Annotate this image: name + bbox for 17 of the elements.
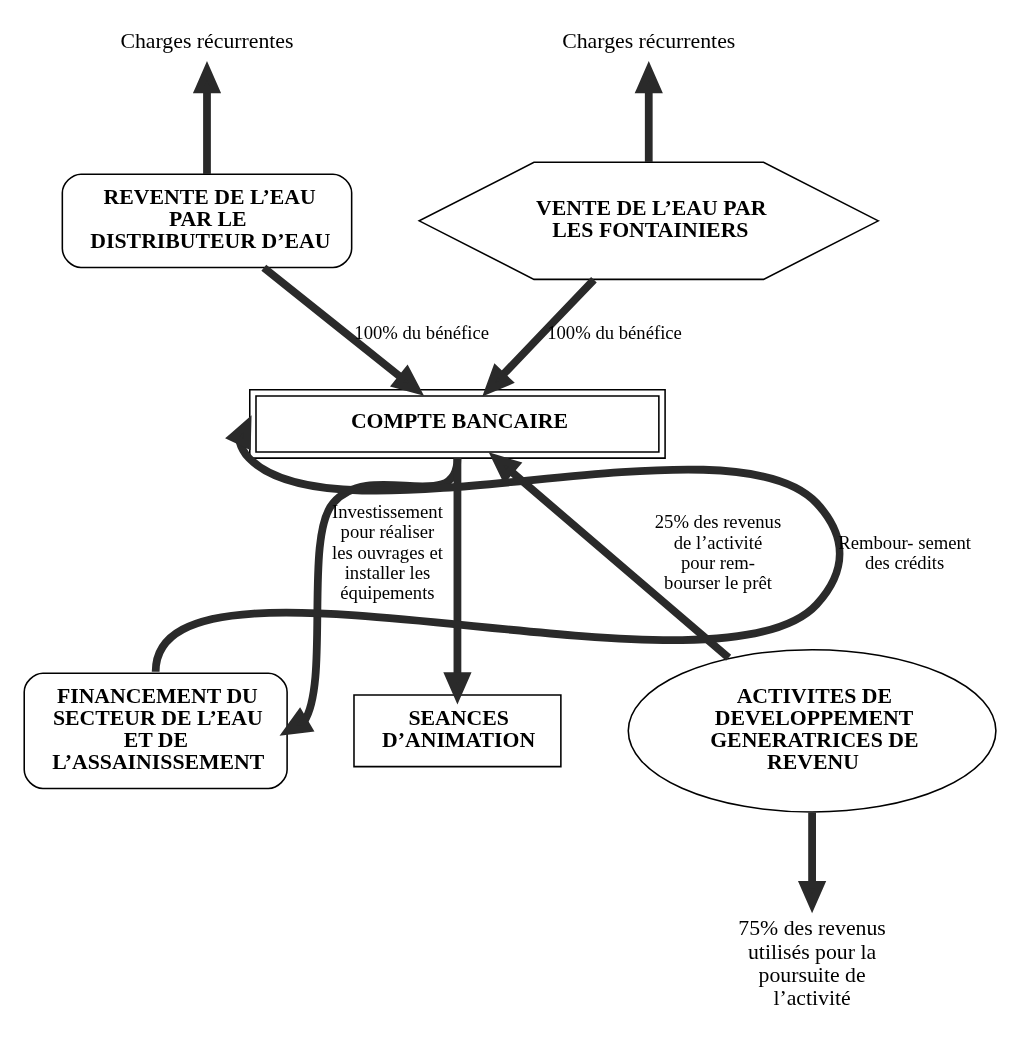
node-text: 75% des revenus utilisés pour la poursuite de l’activité [737,916,886,1011]
node-box: FINANCEMENT DU SECTEUR DE L’EAU ET DE L’ASSAINISSEMENT [22,672,288,790]
edge-label: 100% du bénéfice [546,322,682,344]
arrow [488,452,731,661]
arrow [279,457,461,736]
node-box: REVENTE DE L’EAU PAR LE DISTRIBUTEUR D’EAU [61,173,352,269]
edge-label: 100% du bénéfice [353,322,489,344]
node-text: Charges récurrentes [119,29,294,54]
arrow [481,277,597,397]
node-text: Charges récurrentes [561,29,735,54]
node-ellipse: ACTIVITES DE DEVELOPPEMENT GENERATRICES DE REVENU [627,648,997,813]
edge-label: 25% des revenus de l’activité pour rem- bourser le prêt [654,511,781,593]
arrow [151,415,843,674]
node-box: COMPTE BANCAIRE [248,388,666,459]
node-box: SEANCES D’ANIMATION [352,694,562,768]
arrow [260,264,424,396]
edge-label: Investissement pour réaliser les ouvrages et installer les équipements [331,501,443,604]
